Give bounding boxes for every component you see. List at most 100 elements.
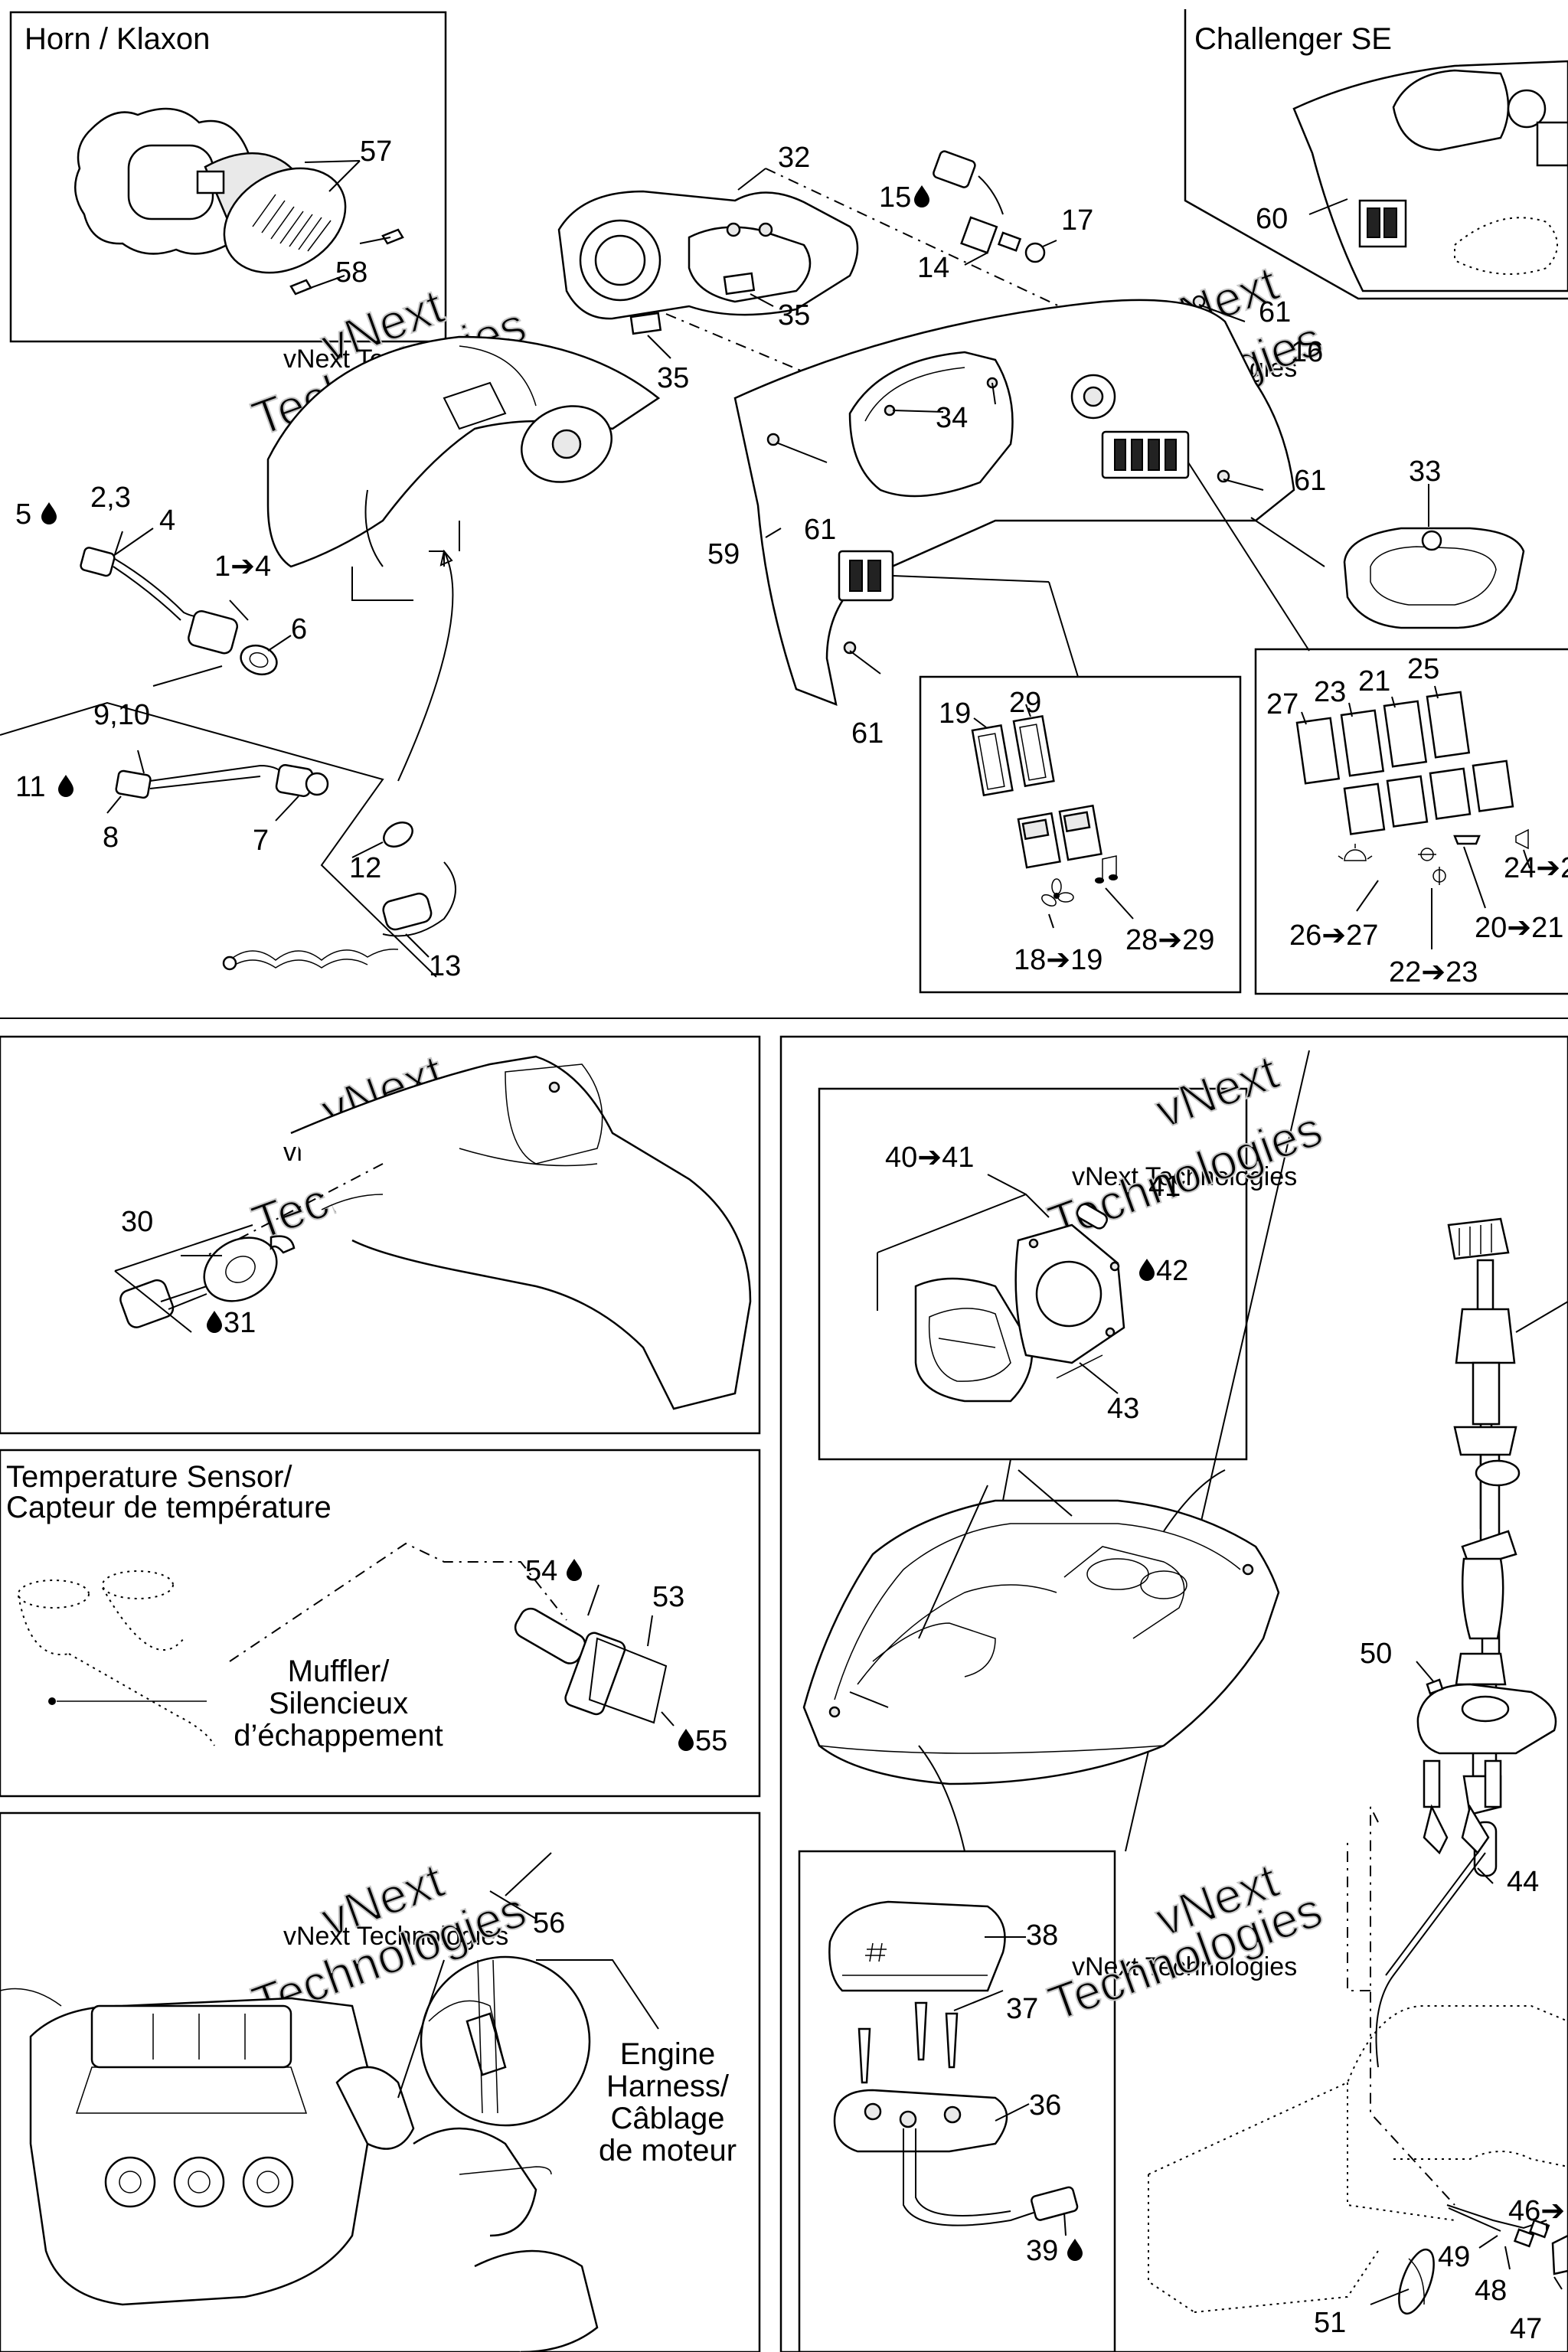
callout-42: 42 [1156,1255,1188,1287]
switch-assembly [933,150,1057,266]
anchor-light-pole [1148,1217,1568,2315]
callout-32: 32 [778,142,810,174]
callout-51: 51 [1314,2307,1346,2339]
callout-30: 30 [121,1206,153,1238]
cup-holder [1250,484,1525,629]
callout-29: 29 [1009,687,1041,719]
callout-56: 56 [533,1907,565,1939]
svg-text:vNext Technologies: vNext Technologies [1072,1162,1297,1191]
callout-18-19: 18➔19 [1014,944,1102,976]
callout-43: 43 [1107,1393,1139,1425]
callout-24-2: 24➔2 [1504,852,1568,884]
callout-20-21: 20➔21 [1475,912,1563,944]
gauge-cluster [557,168,1165,376]
callout-61-d: 61 [851,717,884,750]
svg-text:vNext Technologies: vNext Technologies [1072,1952,1297,1981]
callout-58: 58 [335,256,368,289]
callout-60: 60 [1256,203,1288,235]
muffler-label-1: Muffler/ [288,1655,390,1688]
challenger-section-title: Challenger SE [1194,22,1392,56]
callout-22-23: 22➔23 [1389,956,1478,988]
callout-21: 21 [1358,665,1390,697]
callout-44: 44 [1507,1866,1539,1898]
engine-label-3: Câblage [610,2102,724,2135]
muffler-label-2: Silencieux [269,1687,408,1720]
panel-frames [0,9,1568,2352]
callout-33: 33 [1409,456,1441,488]
drop-icon [914,185,929,207]
callout-35-b: 35 [778,299,810,332]
callout-11: 11 [15,771,45,803]
callout-6: 6 [291,613,307,645]
callout-50: 50 [1360,1638,1392,1670]
challenger-dash [1292,60,1568,292]
bilge-icon [1418,848,1436,861]
callout-49: 49 [1438,2241,1470,2273]
callout-17: 17 [1061,204,1093,237]
engine-label-4: de moteur [599,2134,737,2167]
callout-16: 16 [1291,336,1323,368]
temp-sensor-title-2: Capteur de température [6,1491,332,1524]
callout-53: 53 [652,1581,684,1613]
steering-console [266,335,661,782]
muffler-label-3: d’échappement [234,1719,443,1753]
callout-47: 47 [1510,2313,1542,2345]
console-panel [733,295,1310,706]
callout-5: 5 [15,498,31,531]
callout-8: 8 [103,822,119,854]
courtesy-light [877,1174,1125,1403]
horn-section-title: Horn / Klaxon [24,22,210,56]
callout-61-a: 61 [1259,296,1291,328]
switch-kit-large [1295,685,1530,949]
callout-1-4: 1➔4 [214,550,271,583]
temp-sensor-title-1: Temperature Sensor/ [6,1460,292,1494]
boat-hull [802,1459,1280,1852]
callout-27: 27 [1266,688,1298,720]
callout-38: 38 [1026,1919,1058,1952]
horn-assembly [74,107,404,296]
key-harness [0,528,456,978]
callout-39: 39 [1026,2235,1058,2267]
callout-12: 12 [349,852,381,884]
callout-57: 57 [360,136,392,168]
callout-59: 59 [707,538,740,570]
callout-36: 36 [1029,2089,1061,2122]
callout-23: 23 [1314,676,1346,708]
callout-61-c: 61 [804,514,836,546]
outlet-assembly [114,1055,752,1410]
callout-14: 14 [917,252,949,284]
callout-55: 55 [695,1725,727,1757]
callout-48: 48 [1475,2275,1507,2307]
switch-kit-small [971,704,1134,929]
callout-2-3: 2,3 [90,482,131,514]
callout-46: 46➔ [1508,2195,1565,2227]
callout-35-a: 35 [657,362,689,394]
horn-icon [1515,828,1529,850]
callout-25: 25 [1407,653,1439,685]
callout-37: 37 [1006,1993,1038,2025]
temp-sensor [18,1542,675,1746]
bilge-icon [1432,867,1446,885]
callout-4: 4 [159,505,175,537]
svg-text:vNext Technologies: vNext Technologies [283,1922,508,1951]
callout-54: 54 [525,1555,557,1587]
callout-61-b: 61 [1294,465,1326,497]
hash-icon [865,1942,887,1962]
stern-light [828,1900,1079,2236]
callout-9-10: 9,10 [93,699,150,731]
callout-31: 31 [224,1307,256,1339]
callout-26-27: 26➔27 [1289,920,1378,952]
callout-34: 34 [936,402,968,434]
callout-40-41: 40➔41 [885,1142,974,1174]
callout-19: 19 [939,697,971,730]
engine-label-1: Engine [620,2037,716,2071]
callout-28-29: 28➔29 [1125,924,1214,956]
callout-41: 41 [1148,1171,1181,1203]
engine-label-2: Harness/ [606,2069,730,2103]
callout-15: 15 [879,181,911,214]
fan-icon [1041,878,1074,906]
engine-assembly [0,1852,659,2352]
music-note-icon [1095,855,1118,884]
light-icon [1338,844,1373,861]
